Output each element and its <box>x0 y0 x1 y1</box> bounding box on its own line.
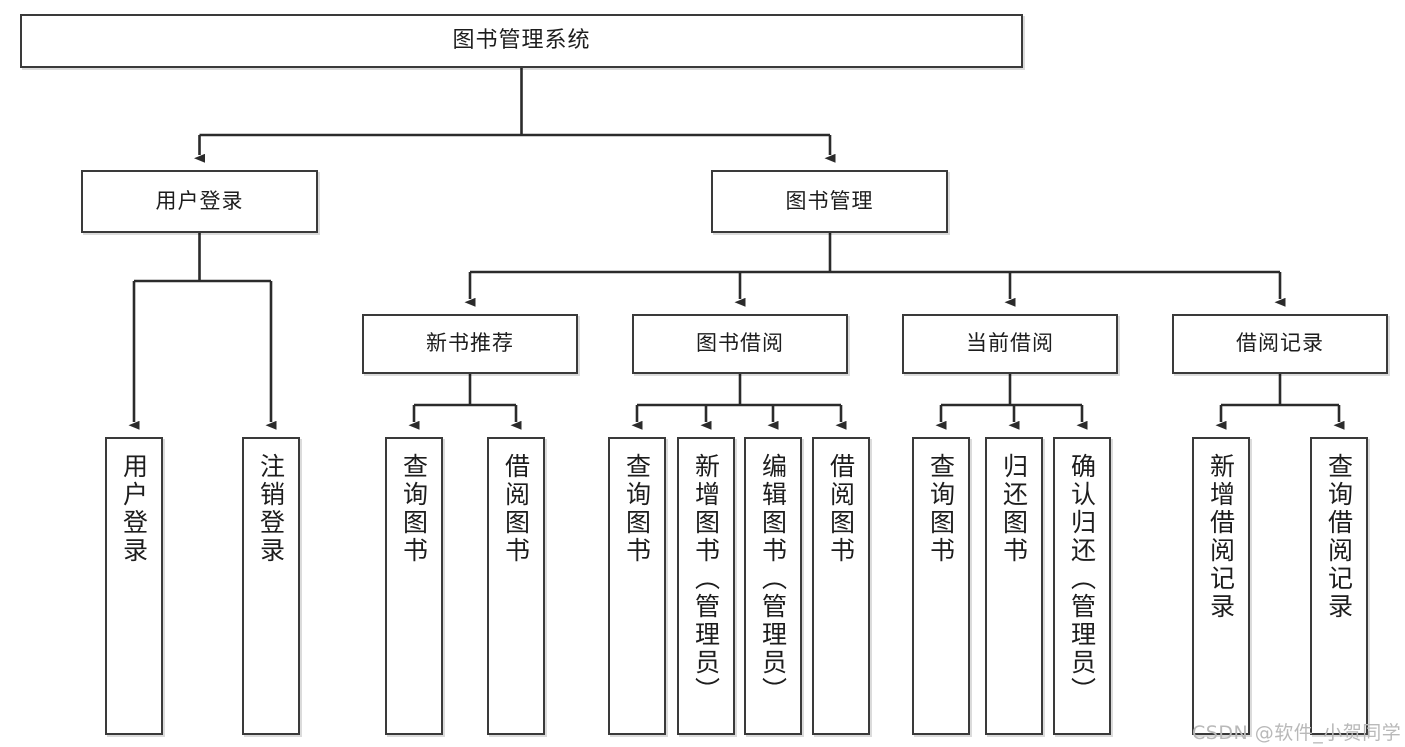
node-borrow-record-label: 借阅记录 <box>1236 331 1324 356</box>
node-new-book-recommend-label: 新书推荐 <box>426 331 514 356</box>
csdn-watermark: CSDN @软件_小贺同学 <box>1192 718 1401 745</box>
node-leaf-edit-book[interactable]: 编辑图书（管理员） <box>744 437 802 735</box>
node-leaf-borrow-book-label: 借阅图书 <box>826 453 856 565</box>
node-leaf-borrow-book-rec-label: 借阅图书 <box>501 453 531 565</box>
node-root[interactable]: 图书管理系统 <box>20 14 1023 68</box>
node-root-label: 图书管理系统 <box>452 27 591 53</box>
node-leaf-logout[interactable]: 注销登录 <box>242 437 300 735</box>
node-leaf-query-book-rec-label: 查询图书 <box>399 453 429 565</box>
node-book-manage-label: 图书管理 <box>785 188 874 213</box>
node-leaf-query-book-borrow-label: 查询图书 <box>622 453 652 565</box>
node-leaf-confirm-return[interactable]: 确认归还（管理员） <box>1053 437 1111 735</box>
node-leaf-query-book-cur[interactable]: 查询图书 <box>912 437 970 735</box>
node-leaf-return-book[interactable]: 归还图书 <box>985 437 1043 735</box>
node-user-login-label: 用户登录 <box>155 188 244 213</box>
node-current-borrow[interactable]: 当前借阅 <box>902 314 1118 374</box>
node-leaf-confirm-return-label: 确认归还（管理员） <box>1067 453 1097 705</box>
node-leaf-add-book[interactable]: 新增图书（管理员） <box>677 437 735 735</box>
node-leaf-edit-book-label: 编辑图书（管理员） <box>758 453 788 705</box>
node-leaf-query-book-cur-label: 查询图书 <box>926 453 956 565</box>
node-leaf-user-login[interactable]: 用户登录 <box>105 437 163 735</box>
node-book-manage[interactable]: 图书管理 <box>711 170 948 233</box>
csdn-watermark-text: CSDN @软件_小贺同学 <box>1192 722 1402 744</box>
node-leaf-query-record[interactable]: 查询借阅记录 <box>1310 437 1368 735</box>
node-current-borrow-label: 当前借阅 <box>966 331 1054 356</box>
node-user-login[interactable]: 用户登录 <box>81 170 318 233</box>
node-leaf-logout-label: 注销登录 <box>256 453 286 565</box>
node-leaf-query-record-label: 查询借阅记录 <box>1324 453 1354 621</box>
node-book-borrow[interactable]: 图书借阅 <box>632 314 848 374</box>
node-book-borrow-label: 图书借阅 <box>696 331 784 356</box>
node-leaf-borrow-book-rec[interactable]: 借阅图书 <box>487 437 545 735</box>
node-leaf-user-login-label: 用户登录 <box>119 453 149 565</box>
node-leaf-return-book-label: 归还图书 <box>999 453 1029 565</box>
node-leaf-query-book-rec[interactable]: 查询图书 <box>385 437 443 735</box>
node-new-book-recommend[interactable]: 新书推荐 <box>362 314 578 374</box>
node-leaf-add-record-label: 新增借阅记录 <box>1206 453 1236 621</box>
node-leaf-add-book-label: 新增图书（管理员） <box>691 453 721 705</box>
node-leaf-add-record[interactable]: 新增借阅记录 <box>1192 437 1250 735</box>
node-borrow-record[interactable]: 借阅记录 <box>1172 314 1388 374</box>
node-leaf-borrow-book[interactable]: 借阅图书 <box>812 437 870 735</box>
node-leaf-query-book-borrow[interactable]: 查询图书 <box>608 437 666 735</box>
